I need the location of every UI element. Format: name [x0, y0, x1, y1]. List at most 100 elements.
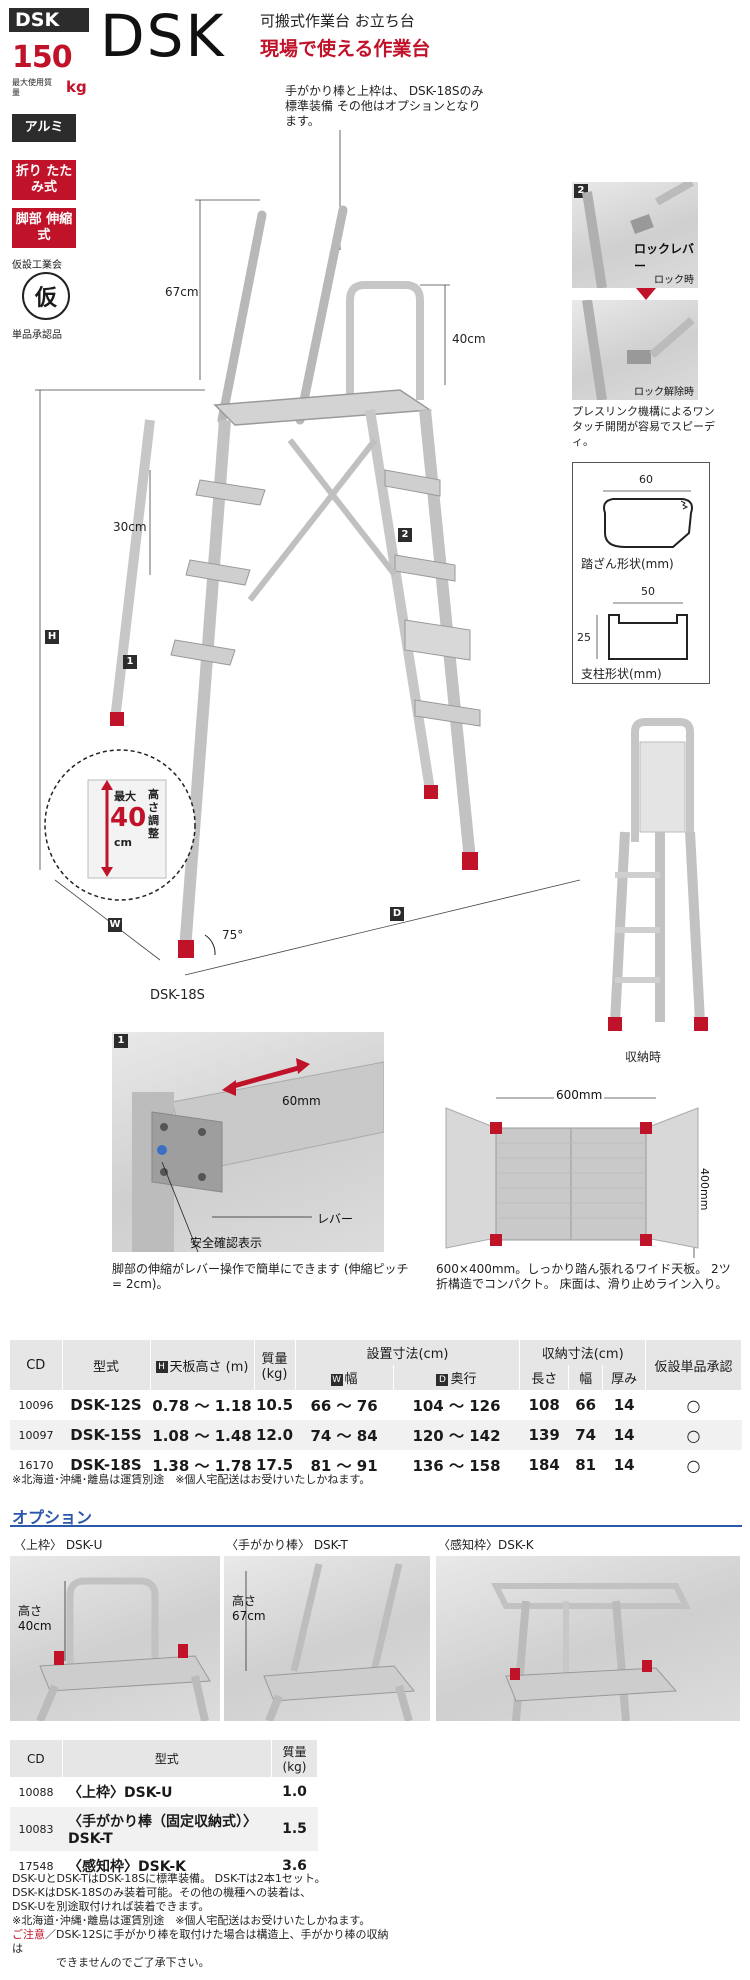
w-mark: W: [330, 1373, 343, 1386]
standard-equipment-note: 手がかり棒と上枠は、 DSK-18Sのみ標準装備 その他はオプションとなります。: [285, 84, 484, 128]
step-profile-caption: 踏ざん形状(mm): [581, 557, 674, 571]
max-load-label: 最大使用質量: [12, 78, 52, 97]
dim-step-pitch-30: 30cm: [113, 520, 147, 534]
opt-th-weight: 質量 (kg): [271, 1740, 318, 1777]
dim-width-W: W: [108, 918, 122, 932]
cell-approval: ○: [686, 1395, 701, 1415]
dim-400mm: 400mm: [698, 1168, 711, 1211]
cell-stored-width: 74: [568, 1420, 603, 1450]
opt-cell-weight: 1.0: [282, 1784, 307, 1800]
options-section-title: オプション: [12, 1508, 93, 1527]
footer-note-5: ご注意／DSK-12Sに手がかり棒を取付けた場合は構造上、手がかり棒の収納は: [12, 1928, 392, 1956]
top-platform-diagram: 600mm 400mm: [436, 1088, 726, 1258]
cell-cd: 10096: [18, 1398, 54, 1412]
safety-indicator-label: 安全確認表示: [190, 1236, 263, 1250]
table-row: 10096 DSK-12S 0.78 ～ 1.18 10.5 66 ～ 76 1…: [10, 1390, 742, 1420]
table-row: 10097 DSK-15S 1.08 ～ 1.48 12.0 74 ～ 84 1…: [10, 1420, 742, 1450]
option-height-upper-frame: 高さ 40cm: [18, 1604, 52, 1633]
product-subtitle: 可搬式作業台 お立ち台: [260, 12, 415, 30]
cell-depth: 104 ～ 126: [412, 1396, 501, 1415]
height-adjust-max: 最大: [114, 790, 136, 803]
post-height-label: 25: [577, 631, 591, 644]
cell-stored-length: 139: [519, 1420, 569, 1450]
lever-label: レバー: [317, 1212, 354, 1226]
dim-handrail-67: 67cm: [165, 285, 199, 299]
opt-cell-model: 〈手がかり棒（固定収納式）〉DSK-T: [62, 1807, 272, 1851]
th-depth-label: 奥行: [450, 1372, 477, 1387]
caution-text: ／DSK-12Sに手がかり棒を取付けた場合は構造上、手がかり棒の収納は: [12, 1928, 389, 1955]
th-weight: 質量 (kg): [254, 1340, 296, 1390]
product-catchphrase: 現場で使える作業台: [260, 38, 431, 60]
cell-depth: 120 ～ 142: [393, 1420, 520, 1450]
footer-note-1: DSK-UとDSK-TはDSK-18Sに標準装備。 DSK-Tは2本1セット。: [12, 1872, 326, 1885]
footer-note-2: DSK-KはDSK-18Sのみ装着可能。その他の機種への装着は、: [12, 1886, 312, 1899]
cert-seal-icon: 仮: [22, 272, 70, 320]
opt-cell-weight: 3.6: [282, 1858, 307, 1874]
cell-stored-thickness: 14: [602, 1420, 646, 1450]
th-height-label: 天板高さ (m): [169, 1359, 249, 1375]
cell-width: 66 ～ 76: [310, 1396, 378, 1415]
cell-approval: ○: [645, 1420, 742, 1450]
cell-height: 1.08 ～ 1.48: [150, 1420, 254, 1450]
h-mark: H: [155, 1361, 168, 1373]
tag-telescopic: 脚部 伸縮式: [12, 208, 76, 248]
cert-seal-text: 仮: [34, 286, 57, 311]
cell-weight: 10.5: [256, 1396, 294, 1414]
option-label-handrail: 〈手がかり棒〉 DSK-T: [226, 1538, 348, 1552]
opt-cell-weight: 1.5: [271, 1807, 318, 1851]
post-profile-caption: 支柱形状(mm): [581, 667, 662, 681]
opt-cell-model: 〈上枠〉DSK-U: [68, 1785, 173, 1801]
main-ladder-illustration: [35, 130, 581, 976]
footer-notes: DSK-UとDSK-TはDSK-18Sに標準装備。 DSK-Tは2本1セット。 …: [12, 1872, 392, 1970]
cell-width: 81 ～ 91: [310, 1456, 378, 1475]
step-width-label: 60: [639, 473, 653, 486]
footer-note-3: DSK-Uを別途取付ければ装着できます。: [12, 1900, 210, 1913]
cert-org: 仮設工業会: [12, 260, 62, 271]
th-approval: 仮設単品承認: [645, 1340, 742, 1390]
lock-photo-unlocked: ロック解除時: [572, 300, 698, 400]
product-code-badge: DSK: [9, 8, 89, 32]
max-load-unit: kg: [66, 78, 87, 96]
table-row: 17548 〈感知枠〉DSK-K 3.6: [10, 1851, 318, 1881]
options-divider: [10, 1525, 742, 1527]
option-photo-handrail: 高さ 67cm: [224, 1556, 430, 1721]
footer-note-6: できませんのでご了承下さい。: [56, 1956, 210, 1969]
option-height-handrail: 高さ 67cm: [232, 1594, 266, 1623]
height-adjust-value: 40: [110, 803, 147, 833]
max-load-value: 150: [12, 40, 73, 75]
cell-stored-width: 81: [575, 1456, 597, 1474]
th-stored-thickness: 厚み: [602, 1365, 646, 1390]
height-adjust-unit: cm: [114, 836, 132, 849]
cell-stored-thickness: 14: [613, 1456, 635, 1474]
table-row: 16170 DSK-18S 1.38 ～ 1.78 17.5 81 ～ 91 1…: [10, 1450, 742, 1480]
option-photo-upper-frame: 高さ 40cm: [10, 1556, 220, 1721]
table-row: 10088 〈上枠〉DSK-U 1.0: [10, 1777, 318, 1807]
arrow-down-icon: [636, 288, 656, 300]
opt-cell-cd: 17548: [18, 1859, 54, 1873]
caution-label: ご注意: [12, 1928, 45, 1941]
opt-cell-cd: 10088: [18, 1785, 54, 1799]
th-cd: CD: [10, 1340, 63, 1390]
opt-th-model: 型式: [62, 1740, 272, 1777]
folded-caption: 収納時: [625, 1050, 662, 1064]
th-model: 型式: [62, 1340, 151, 1390]
cell-cd: 16170: [18, 1458, 54, 1472]
lock-lever-label: ロックレバー: [634, 242, 695, 273]
cell-stored-width: 66: [575, 1396, 597, 1414]
dim-angle: 75°: [222, 928, 244, 942]
cell-model: DSK-18S: [70, 1456, 142, 1474]
post-width-label: 50: [641, 585, 655, 598]
opt-cell-cd: 10083: [10, 1807, 62, 1851]
cell-model: DSK-12S: [70, 1396, 142, 1414]
model-caption: DSK-18S: [150, 988, 205, 1003]
cell-height: 1.38 ～ 1.78: [152, 1456, 252, 1475]
tag-folding: 折り たたみ式: [12, 160, 76, 200]
locked-label: ロック時: [654, 275, 694, 286]
cell-stored-length: 108: [528, 1396, 560, 1414]
cell-weight: 17.5: [256, 1456, 294, 1474]
platform-caption: 600×400mm。しっかり踏ん張れるワイド天板。 2ツ折構造でコンパクト。 床…: [436, 1262, 731, 1291]
